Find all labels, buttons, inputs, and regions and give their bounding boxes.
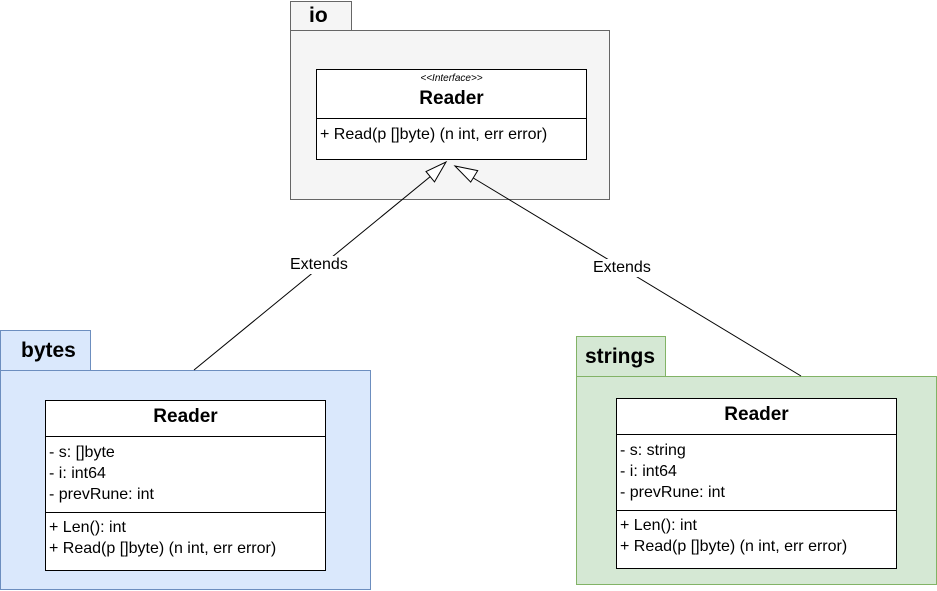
method-list: + Read(p []byte) (n int, err error) (317, 124, 586, 145)
field-prevrune: - prevRune: int (620, 484, 725, 501)
method-read: + Read(p []byte) (n int, err error) (620, 538, 848, 555)
method-len: + Len(): int (620, 517, 697, 534)
bytes-extends-arrowhead (425, 160, 448, 183)
field-i: - i: int64 (49, 465, 106, 482)
field-i: - i: int64 (620, 463, 677, 480)
package-strings-label: strings (585, 345, 656, 368)
package-bytes-tab: bytes (0, 330, 91, 371)
class-name: Reader (724, 404, 789, 425)
bytes-reader-class[interactable]: Reader - s: []byte - i: int64 - prevRune… (45, 400, 326, 571)
package-bytes-label: bytes (21, 339, 76, 362)
method-list: + Len(): int + Read(p []byte) (n int, er… (46, 517, 325, 559)
strings-extends-arrowhead (453, 165, 479, 183)
strings-extends-label: Extends (592, 259, 652, 277)
io-reader-interface[interactable]: <<Interface>> Reader + Read(p []byte) (n… (316, 69, 587, 160)
package-io-label: io (309, 4, 328, 27)
method-read: + Read(p []byte) (n int, err error) (49, 540, 277, 557)
strings-reader-class[interactable]: Reader - s: string - i: int64 - prevRune… (616, 398, 897, 569)
section-divider (46, 512, 325, 513)
field-s: - s: []byte (49, 444, 115, 461)
field-prevrune: - prevRune: int (49, 486, 154, 503)
section-divider (617, 510, 896, 511)
bytes-reader-header: Reader (46, 401, 325, 437)
strings-reader-header: Reader (617, 399, 896, 435)
class-name: Reader (419, 88, 484, 109)
bytes-extends-label: Extends (289, 256, 349, 274)
method-read: + Read(p []byte) (n int, err error) (320, 126, 548, 143)
package-io-tab: io (290, 1, 352, 31)
method-len: + Len(): int (49, 519, 126, 536)
method-list: + Len(): int + Read(p []byte) (n int, er… (617, 515, 896, 557)
class-name: Reader (153, 406, 218, 427)
io-reader-header: <<Interface>> Reader (317, 70, 586, 119)
field-list: - s: string - i: int64 - prevRune: int (617, 440, 896, 503)
field-list: - s: []byte - i: int64 - prevRune: int (46, 442, 325, 505)
package-strings-tab: strings (576, 336, 666, 377)
stereotype-label: <<Interface>> (420, 73, 483, 84)
field-s: - s: string (620, 442, 686, 459)
